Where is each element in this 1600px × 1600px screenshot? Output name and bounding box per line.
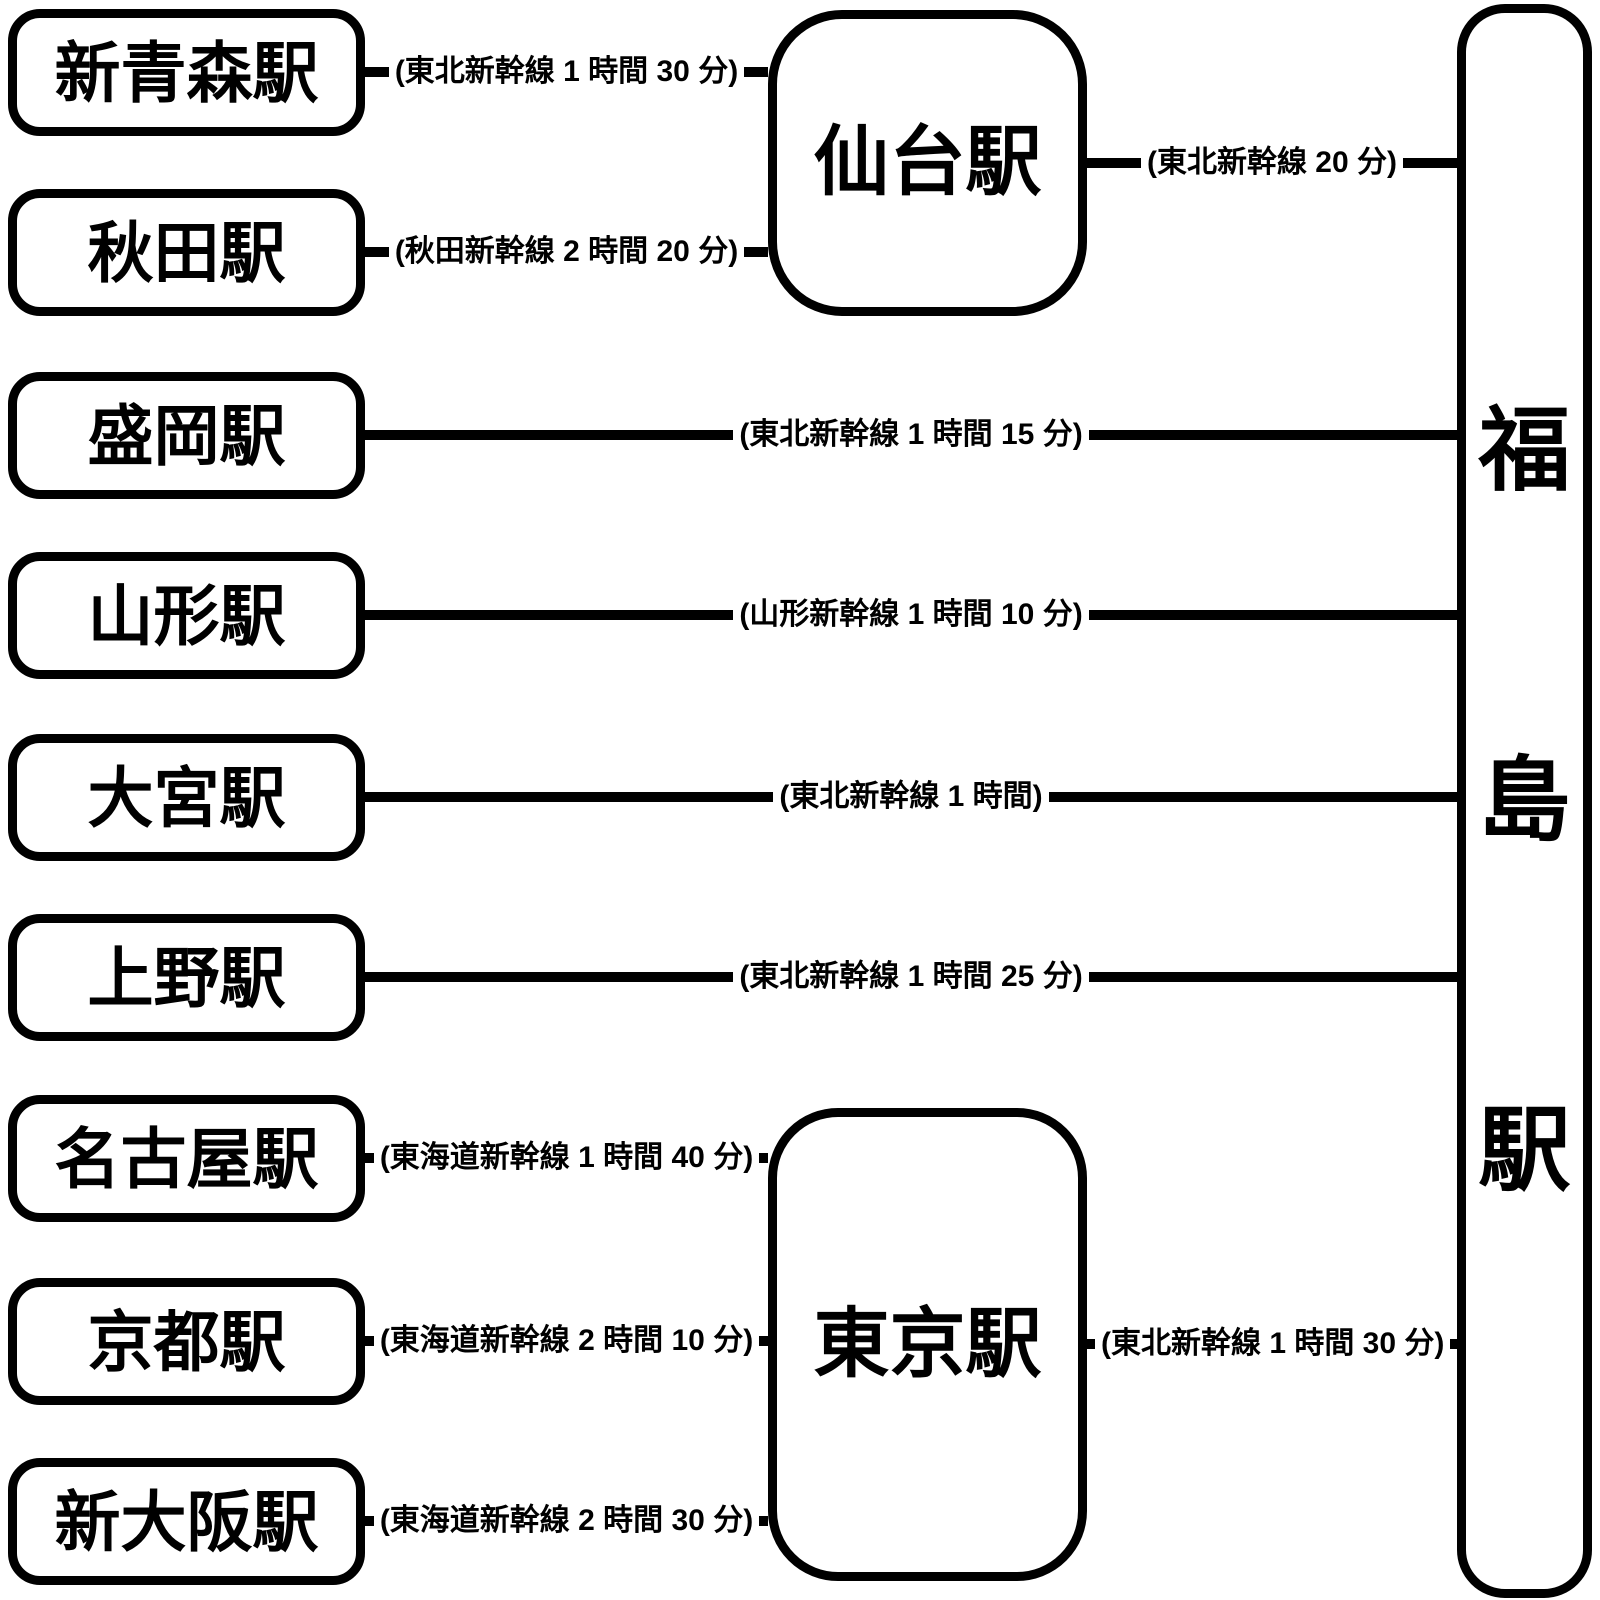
route-label: (秋田新幹線 2 時間 20 分) xyxy=(394,235,739,268)
route-label: (東北新幹線 1 時間) xyxy=(779,780,1043,813)
route-label: (東北新幹線 1 時間 30 分) xyxy=(394,55,739,88)
route-label: (東北新幹線 1 時間 30 分) xyxy=(1101,1327,1445,1360)
connector-line xyxy=(1048,792,1457,802)
connector-line xyxy=(1088,430,1457,440)
connector-line xyxy=(759,1516,768,1526)
route-label: (東海道新幹線 2 時間 10 分) xyxy=(379,1324,754,1357)
connector-line xyxy=(759,1153,768,1163)
connector-line xyxy=(365,1336,374,1346)
connector-line xyxy=(365,67,389,77)
station-box-yamagata: 山形駅 xyxy=(8,552,365,679)
connector-line xyxy=(1087,1339,1095,1349)
station-box-akita: 秋田駅 xyxy=(8,189,365,316)
connection-sendai-fukushima: (東北新幹線 20 分) xyxy=(1087,141,1457,185)
station-name: 大宮駅 xyxy=(87,760,286,835)
hub-box-sendai: 仙台駅 xyxy=(768,10,1087,316)
route-label: (東北新幹線 20 分) xyxy=(1146,146,1398,179)
station-name: 京都駅 xyxy=(87,1304,286,1379)
connector-line xyxy=(1087,158,1141,168)
connector-line xyxy=(365,247,389,257)
connector-line xyxy=(1088,610,1457,620)
connection-yamagata-fukushima: (山形新幹線 1 時間 10 分) xyxy=(365,593,1457,637)
station-name: 盛岡駅 xyxy=(87,398,286,473)
connector-line xyxy=(1403,158,1457,168)
connection-shin-osaka-tokyo: (東海道新幹線 2 時間 30 分) xyxy=(365,1499,768,1543)
connection-tokyo-fukushima: (東北新幹線 1 時間 30 分) xyxy=(1087,1322,1459,1366)
connection-morioka-fukushima: (東北新幹線 1 時間 15 分) xyxy=(365,413,1457,457)
station-box-morioka: 盛岡駅 xyxy=(8,372,365,499)
station-name: 秋田駅 xyxy=(87,215,286,290)
station-box-nagoya: 名古屋駅 xyxy=(8,1095,365,1222)
hub-name: 東京駅 xyxy=(813,1301,1042,1387)
route-label: (東北新幹線 1 時間 25 分) xyxy=(739,960,1083,993)
connection-ueno-fukushima: (東北新幹線 1 時間 25 分) xyxy=(365,955,1457,999)
hub-name: 仙台駅 xyxy=(813,120,1042,205)
connector-line xyxy=(365,610,734,620)
connection-kyoto-tokyo: (東海道新幹線 2 時間 10 分) xyxy=(365,1319,768,1363)
station-box-shin-aomori: 新青森駅 xyxy=(8,9,365,136)
connector-line xyxy=(365,792,774,802)
station-name: 山形駅 xyxy=(87,578,286,653)
station-name: 名古屋駅 xyxy=(54,1121,319,1196)
destination-char: 島 xyxy=(1478,750,1571,852)
station-name: 上野駅 xyxy=(87,940,286,1015)
connector-line xyxy=(365,1516,374,1526)
station-name: 新青森駅 xyxy=(54,35,319,110)
destination-char: 駅 xyxy=(1478,1100,1571,1202)
connector-line xyxy=(1088,972,1457,982)
connector-line xyxy=(365,1153,374,1163)
destination-char: 福 xyxy=(1478,400,1571,502)
connector-line xyxy=(1450,1339,1459,1349)
route-label: (山形新幹線 1 時間 10 分) xyxy=(739,598,1083,631)
station-box-omiya: 大宮駅 xyxy=(8,734,365,861)
route-label: (東北新幹線 1 時間 15 分) xyxy=(739,418,1083,451)
connection-shin-aomori-sendai: (東北新幹線 1 時間 30 分) xyxy=(365,50,768,94)
station-box-shin-osaka: 新大阪駅 xyxy=(8,1458,365,1585)
connection-akita-sendai: (秋田新幹線 2 時間 20 分) xyxy=(365,230,768,274)
connector-line xyxy=(365,430,734,440)
connector-line xyxy=(365,972,734,982)
connection-omiya-fukushima: (東北新幹線 1 時間) xyxy=(365,775,1457,819)
connector-line xyxy=(744,247,768,257)
station-box-kyoto: 京都駅 xyxy=(8,1278,365,1405)
connector-line xyxy=(759,1336,768,1346)
connection-nagoya-tokyo: (東海道新幹線 1 時間 40 分) xyxy=(365,1136,768,1180)
route-label: (東海道新幹線 2 時間 30 分) xyxy=(379,1504,754,1537)
station-box-ueno: 上野駅 xyxy=(8,914,365,1041)
hub-box-tokyo: 東京駅 xyxy=(768,1108,1087,1581)
route-label: (東海道新幹線 1 時間 40 分) xyxy=(379,1141,754,1174)
connector-line xyxy=(744,67,768,77)
destination-box-fukushima: 福 島 駅 xyxy=(1457,4,1592,1598)
station-name: 新大阪駅 xyxy=(54,1484,319,1559)
